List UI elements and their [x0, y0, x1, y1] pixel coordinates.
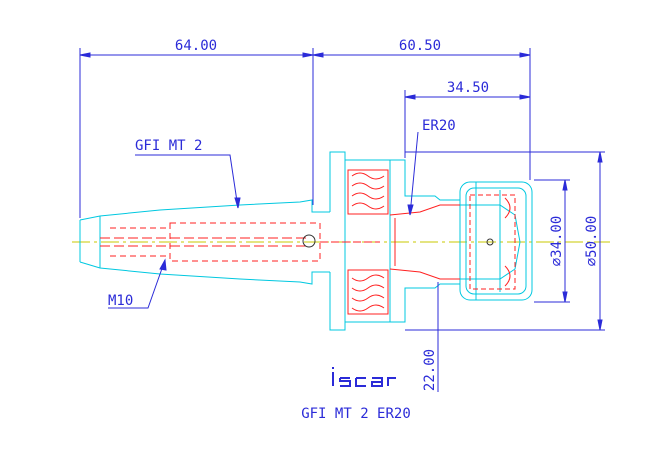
dim-34-50-label: 34.50 — [447, 80, 489, 96]
dimension-lines — [79, 48, 605, 392]
hidden-lines — [100, 169, 516, 315]
dim-22-label: 22.00 — [422, 349, 438, 391]
nut-pin — [486, 238, 494, 246]
dim-64-label: 64.00 — [175, 38, 217, 54]
drawing-title: GFI MT 2 ER20 — [301, 406, 411, 422]
iscar-logo — [332, 367, 396, 387]
thread-label: M10 — [108, 293, 133, 309]
shank-label: GFI MT 2 — [135, 138, 202, 154]
dim-dia50-label: ⌀50.00 — [584, 216, 600, 267]
dim-60-label: 60.50 — [399, 38, 441, 54]
collet-label: ER20 — [422, 118, 456, 134]
drive-pin — [302, 234, 316, 248]
tool-outline — [79, 151, 533, 331]
dim-dia34-label: ⌀34.00 — [549, 216, 565, 267]
